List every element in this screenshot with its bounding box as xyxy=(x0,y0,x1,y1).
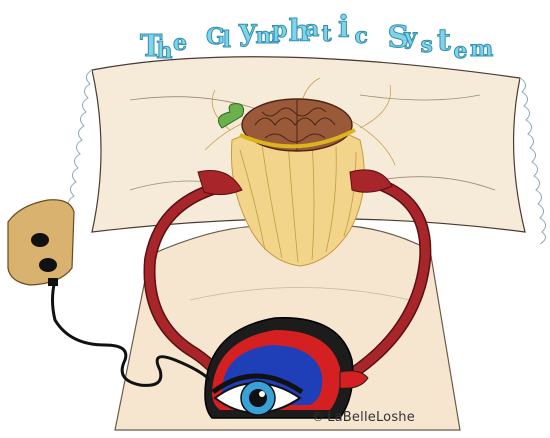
credit: ©LaBelleLoshe xyxy=(312,410,415,425)
credit-text: LaBelleLoshe xyxy=(327,410,415,425)
copyright-symbol: © xyxy=(312,410,325,424)
power-plug-icon xyxy=(7,199,75,286)
eye-icon xyxy=(211,373,304,416)
hair xyxy=(204,77,396,267)
brain-icon xyxy=(217,98,356,152)
tubes xyxy=(143,169,432,391)
power-cord xyxy=(51,279,212,387)
